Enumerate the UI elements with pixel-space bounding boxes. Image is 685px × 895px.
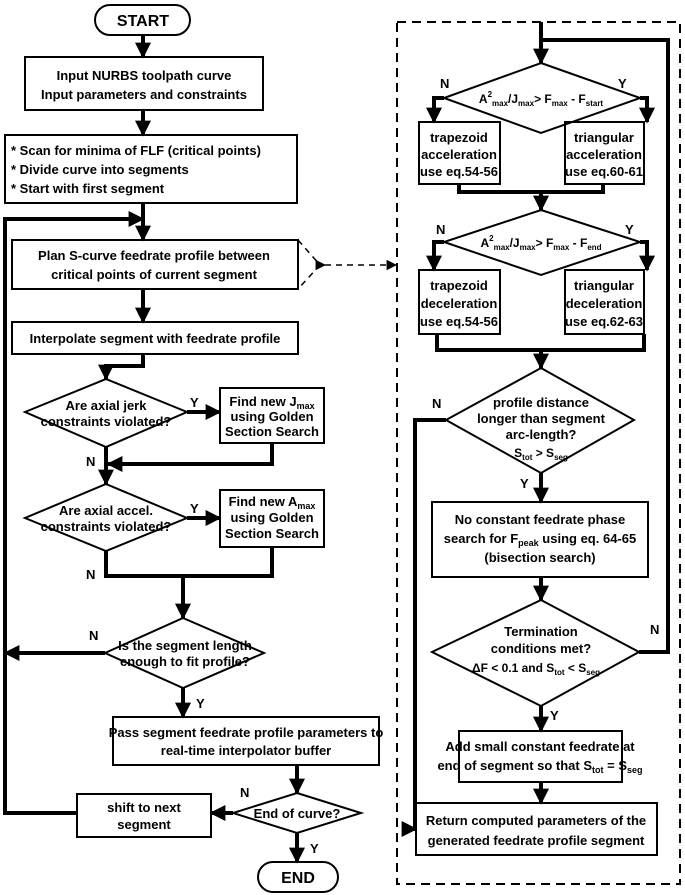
bisection-line-2: search for Fpeak using eq. 64-65 <box>444 531 636 548</box>
arrow-accel-no <box>426 96 444 124</box>
termination-yes-label: Y <box>550 708 559 723</box>
accel-q-line-2: constraints violated? <box>41 519 172 534</box>
distance-condition: Stot > Sseg <box>514 446 568 462</box>
arrow-jmax-return <box>106 443 274 472</box>
accel-choice-label: A2max/Jmax> Fmax - Fstart <box>479 90 604 108</box>
distance-yes-label: Y <box>520 476 529 491</box>
callout-bracket <box>297 239 322 290</box>
arrow-decel-no <box>426 240 444 272</box>
distance-line-3: arc-length? <box>506 427 577 442</box>
scan-line-2: * Divide curve into segments <box>11 162 189 177</box>
jerk-no-label: N <box>86 454 95 469</box>
trap-decel-line-3: use eq.54-56 <box>420 314 498 329</box>
scan-box <box>4 134 298 204</box>
end-no-label: N <box>240 785 249 800</box>
bisection-line-1: No constant feedrate phase <box>455 512 626 527</box>
jerk-decision <box>22 377 190 449</box>
trap-accel-line-1: trapezoid <box>430 130 488 145</box>
accel-yes-label: Y <box>190 501 199 516</box>
plan-line-1: Plan S-curve feedrate profile between <box>38 248 270 263</box>
end-yes-label: Y <box>310 841 319 856</box>
arrow-accel-yes <box>639 96 655 124</box>
arrow-termination-no <box>541 38 670 654</box>
arrow-accel-no <box>104 551 191 620</box>
trap-decel-line-1: trapezoid <box>430 278 488 293</box>
arrow-amax-return <box>185 547 274 578</box>
length-no-label: N <box>89 628 98 643</box>
termination-line-2: conditions met? <box>491 641 591 656</box>
find-jmax-line-3: Section Search <box>225 424 319 439</box>
trap-accel-line-3: use eq.54-56 <box>420 164 498 179</box>
termination-condition: ΔF < 0.1 and Stot < Sseg <box>472 661 600 677</box>
trap-accel-line-2: acceleration <box>421 147 497 162</box>
find-jmax-line-1: Find new Jmax <box>229 394 314 411</box>
jerk-q-line-1: Are axial jerk <box>66 398 148 413</box>
termination-line-1: Termination <box>504 624 577 639</box>
add-line-1: Add small constant feedrate at <box>445 739 635 754</box>
join-decel <box>435 334 646 352</box>
plan-box <box>11 239 299 290</box>
join-accel <box>457 184 605 194</box>
bisection-line-3: (bisection search) <box>484 550 595 565</box>
length-q-line-1: Is the segment length <box>118 638 252 653</box>
tri-accel-line-3: use eq.60-61 <box>565 164 643 179</box>
return-line-1: Return computed parameters of the <box>426 813 646 828</box>
length-decision <box>102 616 267 690</box>
end-label: END <box>281 870 315 887</box>
shift-line-1: shift to next <box>107 800 181 815</box>
tri-accel-line-2: acceleration <box>566 147 642 162</box>
pass-params-box <box>112 716 380 766</box>
decel-choice-decision <box>440 208 644 277</box>
decel-choice-no-label: N <box>436 222 445 237</box>
find-jmax-line-2: using Golden <box>230 409 313 424</box>
input-box <box>24 56 264 111</box>
find-amax-line-2: using Golden <box>230 510 313 525</box>
distance-line-2: longer than segment <box>477 411 606 426</box>
scan-line-1: * Scan for minima of FLF (critical point… <box>11 143 261 158</box>
input-line-1: Input NURBS toolpath curve <box>57 68 232 83</box>
shift-line-2: segment <box>117 817 171 832</box>
scan-line-3: * Start with first segment <box>11 181 165 196</box>
pass-line-1: Pass segment feedrate profile parameters… <box>109 725 384 740</box>
length-q-line-2: enough to fit profile? <box>120 654 250 669</box>
accel-no-label: N <box>86 567 95 582</box>
decel-choice-yes-label: Y <box>625 222 634 237</box>
input-line-2: Input parameters and constraints <box>41 87 247 102</box>
subprocess-frame <box>396 21 681 885</box>
find-amax-line-3: Section Search <box>225 526 319 541</box>
loop-back-line <box>3 211 145 815</box>
return-line-2: generated feedrate profile segment <box>428 833 645 848</box>
accel-choice-no-label: N <box>440 76 449 91</box>
find-amax-line-1: Find new Amax <box>229 494 316 511</box>
termination-no-label: N <box>650 622 659 637</box>
end-curve-label: End of curve? <box>254 806 341 821</box>
arrow-distance-no <box>401 418 446 837</box>
accel-choice-yes-label: Y <box>618 76 627 91</box>
arrow-decel-yes <box>639 240 655 272</box>
plan-line-2: critical points of current segment <box>51 267 258 282</box>
tri-decel-line-1: triangular <box>574 278 634 293</box>
trap-decel-line-2: deceleration <box>421 296 498 311</box>
accel-q-line-1: Are axial accel. <box>59 503 153 518</box>
jerk-q-line-2: constraints violated? <box>41 414 172 429</box>
start-label: START <box>117 13 169 30</box>
pass-line-2: real-time interpolator buffer <box>161 743 331 758</box>
accel-choice-decision <box>441 61 644 135</box>
interpolate-box <box>11 321 299 355</box>
tri-decel-line-2: deceleration <box>566 296 643 311</box>
length-yes-label: Y <box>196 696 205 711</box>
triangular-decel-box <box>564 269 645 335</box>
add-line-2: end of segment so that Stot = Sseg <box>437 758 642 775</box>
tri-decel-line-3: use eq.62-63 <box>565 314 643 329</box>
jerk-yes-label: Y <box>190 395 199 410</box>
trapezoid-decel-box <box>418 269 501 335</box>
tri-accel-line-1: triangular <box>574 130 634 145</box>
distance-no-label: N <box>432 396 441 411</box>
interpolate-label: Interpolate segment with feedrate profil… <box>30 331 281 346</box>
distance-line-1: profile distance <box>493 395 589 410</box>
decel-choice-label: A2max/Jmax> Fmax - Fend <box>480 234 601 252</box>
arrow-interp-jerk <box>98 354 145 381</box>
